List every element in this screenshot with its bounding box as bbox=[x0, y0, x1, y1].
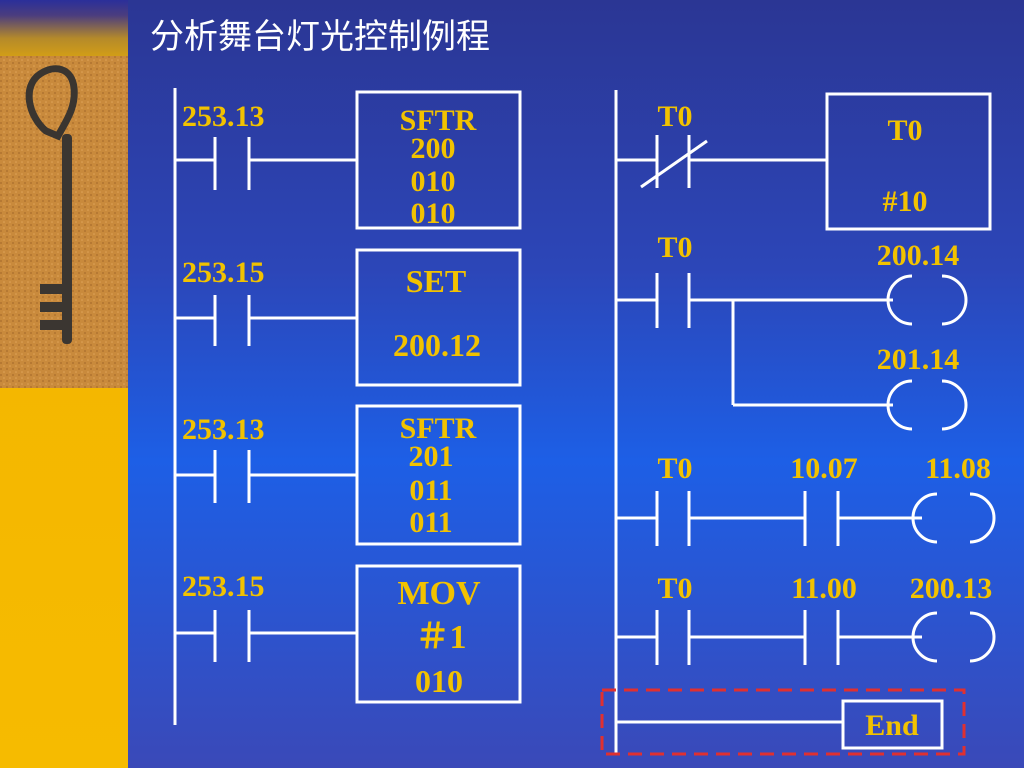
left-rung-4: 253.15 MOV ＃1 010 bbox=[175, 564, 522, 704]
coil-label: 200.13 bbox=[910, 572, 993, 605]
instruction-name: MOV bbox=[397, 575, 481, 612]
end-box bbox=[841, 699, 944, 750]
coil-label: 11.08 bbox=[925, 452, 991, 485]
operand: ＃1 bbox=[416, 619, 467, 656]
no-contact-253-13 bbox=[175, 404, 522, 546]
end-highlight-box bbox=[600, 688, 966, 756]
timer-setting: #10 bbox=[883, 185, 928, 218]
contact-label: 253.15 bbox=[182, 570, 265, 603]
coil-label: 201.14 bbox=[877, 343, 960, 376]
left-rung-3: 253.13 SFTR 201 011 011 bbox=[175, 404, 522, 546]
timer-name: T0 bbox=[887, 114, 922, 147]
no-contact-t0 bbox=[616, 273, 893, 407]
left-rung-1: 253.13 SFTR 200 010 010 bbox=[175, 90, 522, 230]
instruction-name: SFTR bbox=[400, 412, 477, 445]
rung-4-wiring bbox=[616, 610, 996, 665]
coil-201-14 bbox=[886, 379, 968, 431]
right-rung-4: T0 11.00 200.13 bbox=[616, 572, 996, 665]
key-photo bbox=[0, 56, 128, 388]
end-rung: End bbox=[600, 688, 966, 756]
operand: 010 bbox=[411, 197, 456, 230]
coil-label: 200.14 bbox=[877, 239, 960, 272]
instruction-name: SFTR bbox=[400, 104, 477, 137]
operand: 010 bbox=[411, 165, 456, 198]
operand: 010 bbox=[415, 663, 463, 699]
left-rung-2: 253.15 SET 200.12 bbox=[175, 248, 522, 387]
right-coil-rung: T0 200.14 201.14 bbox=[616, 231, 968, 431]
no-contact-253-13 bbox=[175, 90, 522, 230]
contact-label: 11.00 bbox=[791, 572, 857, 605]
page-title: 分析舞台灯光控制例程 bbox=[150, 17, 490, 57]
operand: 011 bbox=[409, 474, 452, 507]
instruction-name: SET bbox=[406, 263, 466, 299]
right-rung-3: T0 10.07 11.08 bbox=[616, 452, 996, 546]
operand: 200.12 bbox=[393, 327, 481, 363]
nc-contact-t0 bbox=[616, 92, 992, 231]
coil-200-14 bbox=[886, 274, 968, 326]
contact-label: 253.13 bbox=[182, 100, 265, 133]
operand: 011 bbox=[409, 506, 452, 539]
right-timer-rung: T0 T0 #10 bbox=[616, 92, 992, 231]
rung-3-wiring bbox=[616, 491, 996, 546]
contact-label: T0 bbox=[657, 100, 692, 133]
contact-label: T0 bbox=[657, 452, 692, 485]
no-contact-253-15 bbox=[175, 564, 522, 704]
contact-label: 253.13 bbox=[182, 413, 265, 446]
operand: 200 bbox=[411, 132, 456, 165]
contact-label: 253.15 bbox=[182, 256, 265, 289]
contact-label: T0 bbox=[657, 231, 692, 264]
no-contact-253-15 bbox=[175, 248, 522, 387]
operand: 201 bbox=[409, 440, 454, 473]
end-label: End bbox=[865, 709, 919, 742]
slide bbox=[128, 0, 1024, 768]
contact-label: T0 bbox=[657, 572, 692, 605]
contact-label: 10.07 bbox=[790, 452, 858, 485]
